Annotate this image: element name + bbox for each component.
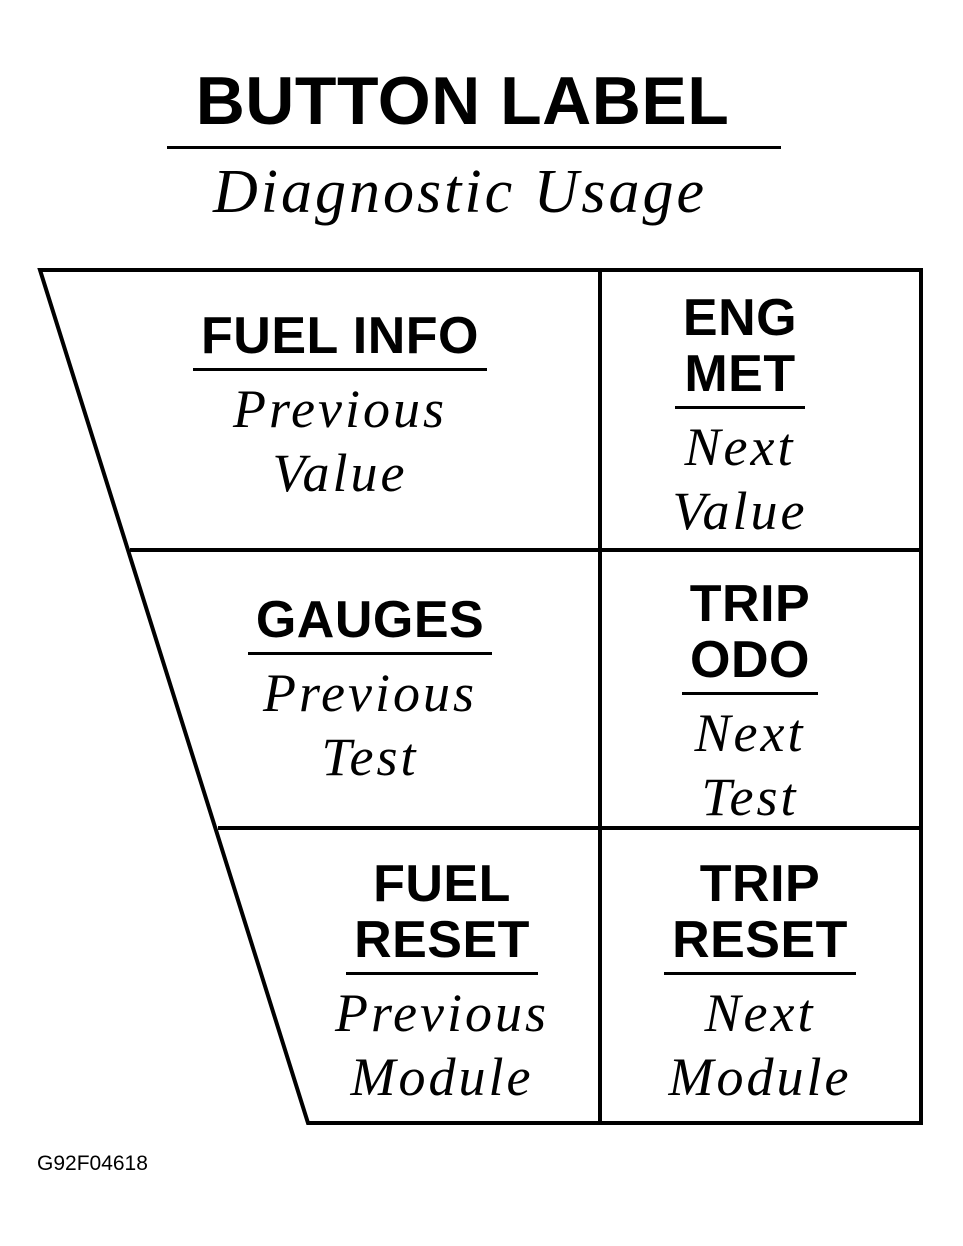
legend-divider [167,146,781,149]
legend-label-title: BUTTON LABEL [195,63,730,139]
legend-header: BUTTON LABEL Diagnostic Usage [150,62,790,229]
figure-id: G92F04618 [37,1152,148,1175]
panel-border [37,268,923,1125]
button-label: GAUGES [247,592,493,655]
button-label: FUEL INFO [193,308,487,371]
legend-usage-title: Diagnostic Usage [212,158,708,226]
